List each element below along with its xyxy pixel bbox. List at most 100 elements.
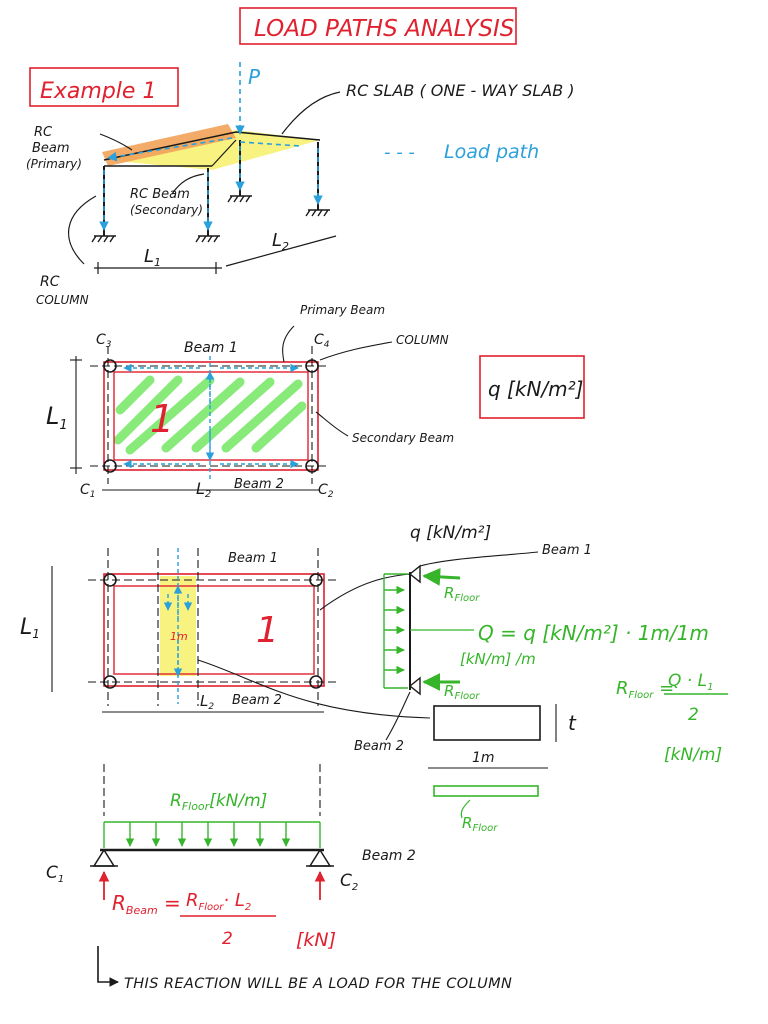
width-label: 1m	[472, 750, 495, 766]
plan-load-path	[123, 356, 299, 480]
strip-load-path	[163, 548, 193, 704]
strip-column-bl	[103, 675, 117, 689]
slab-fill	[104, 130, 320, 170]
plan-c2-label: C2	[318, 482, 334, 500]
strip-l2: L2	[200, 692, 214, 712]
t-label: t	[568, 711, 577, 735]
plan-column-c3	[103, 359, 117, 373]
title-frame	[239, 7, 517, 45]
section-supports	[408, 564, 421, 696]
strip-beam-inner	[113, 585, 315, 675]
floor-reaction-bar	[433, 785, 539, 797]
strip-beam1-label: Beam 1	[228, 551, 278, 566]
plan-column-label: COLUMN	[396, 333, 449, 347]
r-floor-formula-den: 2	[688, 705, 699, 725]
secondary-beam-label-1: RC Beam	[130, 187, 190, 202]
beam-distributed-load	[103, 821, 321, 848]
q-units: [kN/m] /m	[460, 650, 536, 668]
isometric-l1: L1	[144, 246, 161, 269]
section-reactions	[422, 567, 461, 691]
r-floor-formula-num: Q · L1	[668, 671, 713, 693]
primary-beam-label-2: Beam	[32, 141, 70, 156]
example-label: Example 1	[40, 79, 156, 104]
plan-secondary-beam-label: Secondary Beam	[352, 431, 454, 445]
strip-section: q [kN/m²] Beam 1 Beam 2 RFloor RFloor Q …	[354, 523, 709, 754]
support-front-left	[91, 235, 116, 243]
r-beam-units: [kN]	[296, 929, 336, 951]
beam-grid	[103, 764, 321, 816]
r-floor-section: RFloor	[462, 814, 498, 834]
plan-primary-beam-label: Primary Beam	[300, 303, 385, 317]
r-floor-formula-lhs: RFloor =	[616, 678, 674, 701]
conclusion-text: THIS REACTION WILL BE A LOAD FOR THE COL…	[124, 976, 512, 992]
plan-c4-label: C4	[314, 332, 330, 350]
plan-span-mark: 1	[150, 397, 174, 441]
isometric-frame: P L1 L2 RC SLAB ( ONE - WAY SLAB ) - - -…	[26, 62, 575, 307]
isometric-leaders	[68, 91, 341, 265]
q-box	[479, 355, 585, 419]
r-floor-formula: RFloor = Q · L1 2 [kN/m]	[616, 671, 728, 765]
plan-column-c2	[305, 459, 319, 473]
beam-diagram-c1: C1	[46, 863, 64, 885]
column-label-2: COLUMN	[36, 293, 89, 307]
r-floor-top: RFloor	[444, 584, 480, 604]
section-beam1-label: Beam 1	[542, 543, 592, 558]
plan-c1-label: C1	[80, 482, 96, 500]
primary-beam-label-3: (Primary)	[26, 157, 82, 171]
slab-section-rect	[433, 705, 541, 741]
conclusion-arrow	[97, 946, 119, 987]
beam-diagram-beam2: Beam 2	[362, 848, 416, 864]
q-top-label: q [kN/m²]	[410, 523, 491, 543]
strip-leaders	[197, 573, 431, 719]
beam-load-label: RFloor[kN/m]	[170, 791, 267, 813]
support-back-right	[305, 209, 330, 217]
column-label-1: RC	[40, 274, 60, 290]
title-block: LOAD PATHS ANALYSIS	[239, 7, 517, 45]
slab-label: RC SLAB ( ONE - WAY SLAB )	[346, 81, 575, 100]
plan-beam-outer	[103, 361, 319, 471]
beam-reactions	[98, 870, 326, 900]
plan-beam2-label: Beam 2	[234, 477, 284, 492]
strip-view: 1m 1 L1 L2 Beam 1 Beam 2	[20, 523, 728, 834]
plan-view: 1 L1 L2 Beam 1 Beam 2 Primary Beam COLUM…	[46, 303, 585, 500]
support-back-left	[227, 195, 252, 203]
r-beam-lhs: RBeam =	[112, 891, 181, 917]
plan-column-c1	[103, 459, 117, 473]
beam-diagram: RFloor[kN/m] Beam 2 C1 C2 RBeam = RFloor…	[46, 764, 512, 992]
plan-beam1-label: Beam 1	[184, 340, 238, 356]
page-title: LOAD PATHS ANALYSIS	[254, 16, 514, 42]
plan-dimensions	[70, 356, 320, 491]
strip-span-mark: 1	[256, 610, 279, 651]
r-beam-num: RFloor· L2	[186, 890, 251, 913]
q-formula: Q = q [kN/m²] · 1m/1m	[478, 621, 709, 645]
isometric-load-path	[99, 62, 323, 231]
r-floor-formula-units: [kN/m]	[664, 745, 722, 765]
legend-label: Load path	[444, 141, 539, 163]
strip-column-br	[309, 675, 323, 689]
secondary-beam-label-2: (Secondary)	[130, 203, 203, 217]
strip-beam2-label: Beam 2	[232, 693, 282, 708]
plan-green-hatch	[113, 375, 307, 455]
beam-supports	[90, 848, 334, 867]
plan-column-c4	[305, 359, 319, 373]
strip-column-tr	[309, 573, 323, 587]
strip-l1: L1	[20, 615, 40, 641]
r-beam-den: 2	[222, 929, 233, 949]
frame-side-edge	[211, 139, 237, 167]
isometric-l2: L2	[272, 230, 289, 253]
plan-leaders	[282, 325, 393, 437]
support-front-right	[195, 235, 220, 243]
strip-beam-outer	[103, 573, 325, 687]
section-beam2-label: Beam 2	[354, 739, 404, 754]
beam-diagram-c2: C2	[340, 871, 358, 893]
strip-width-label: 1m	[170, 630, 188, 643]
plan-l1: L1	[46, 402, 68, 433]
primary-beam-label-1: RC	[34, 125, 53, 140]
section-leaders	[385, 551, 539, 741]
strip-column-tl	[103, 573, 117, 587]
q-box-label: q [kN/m²]	[488, 377, 583, 401]
isometric-dimensions	[94, 235, 337, 274]
strip-dimensions	[51, 566, 324, 713]
